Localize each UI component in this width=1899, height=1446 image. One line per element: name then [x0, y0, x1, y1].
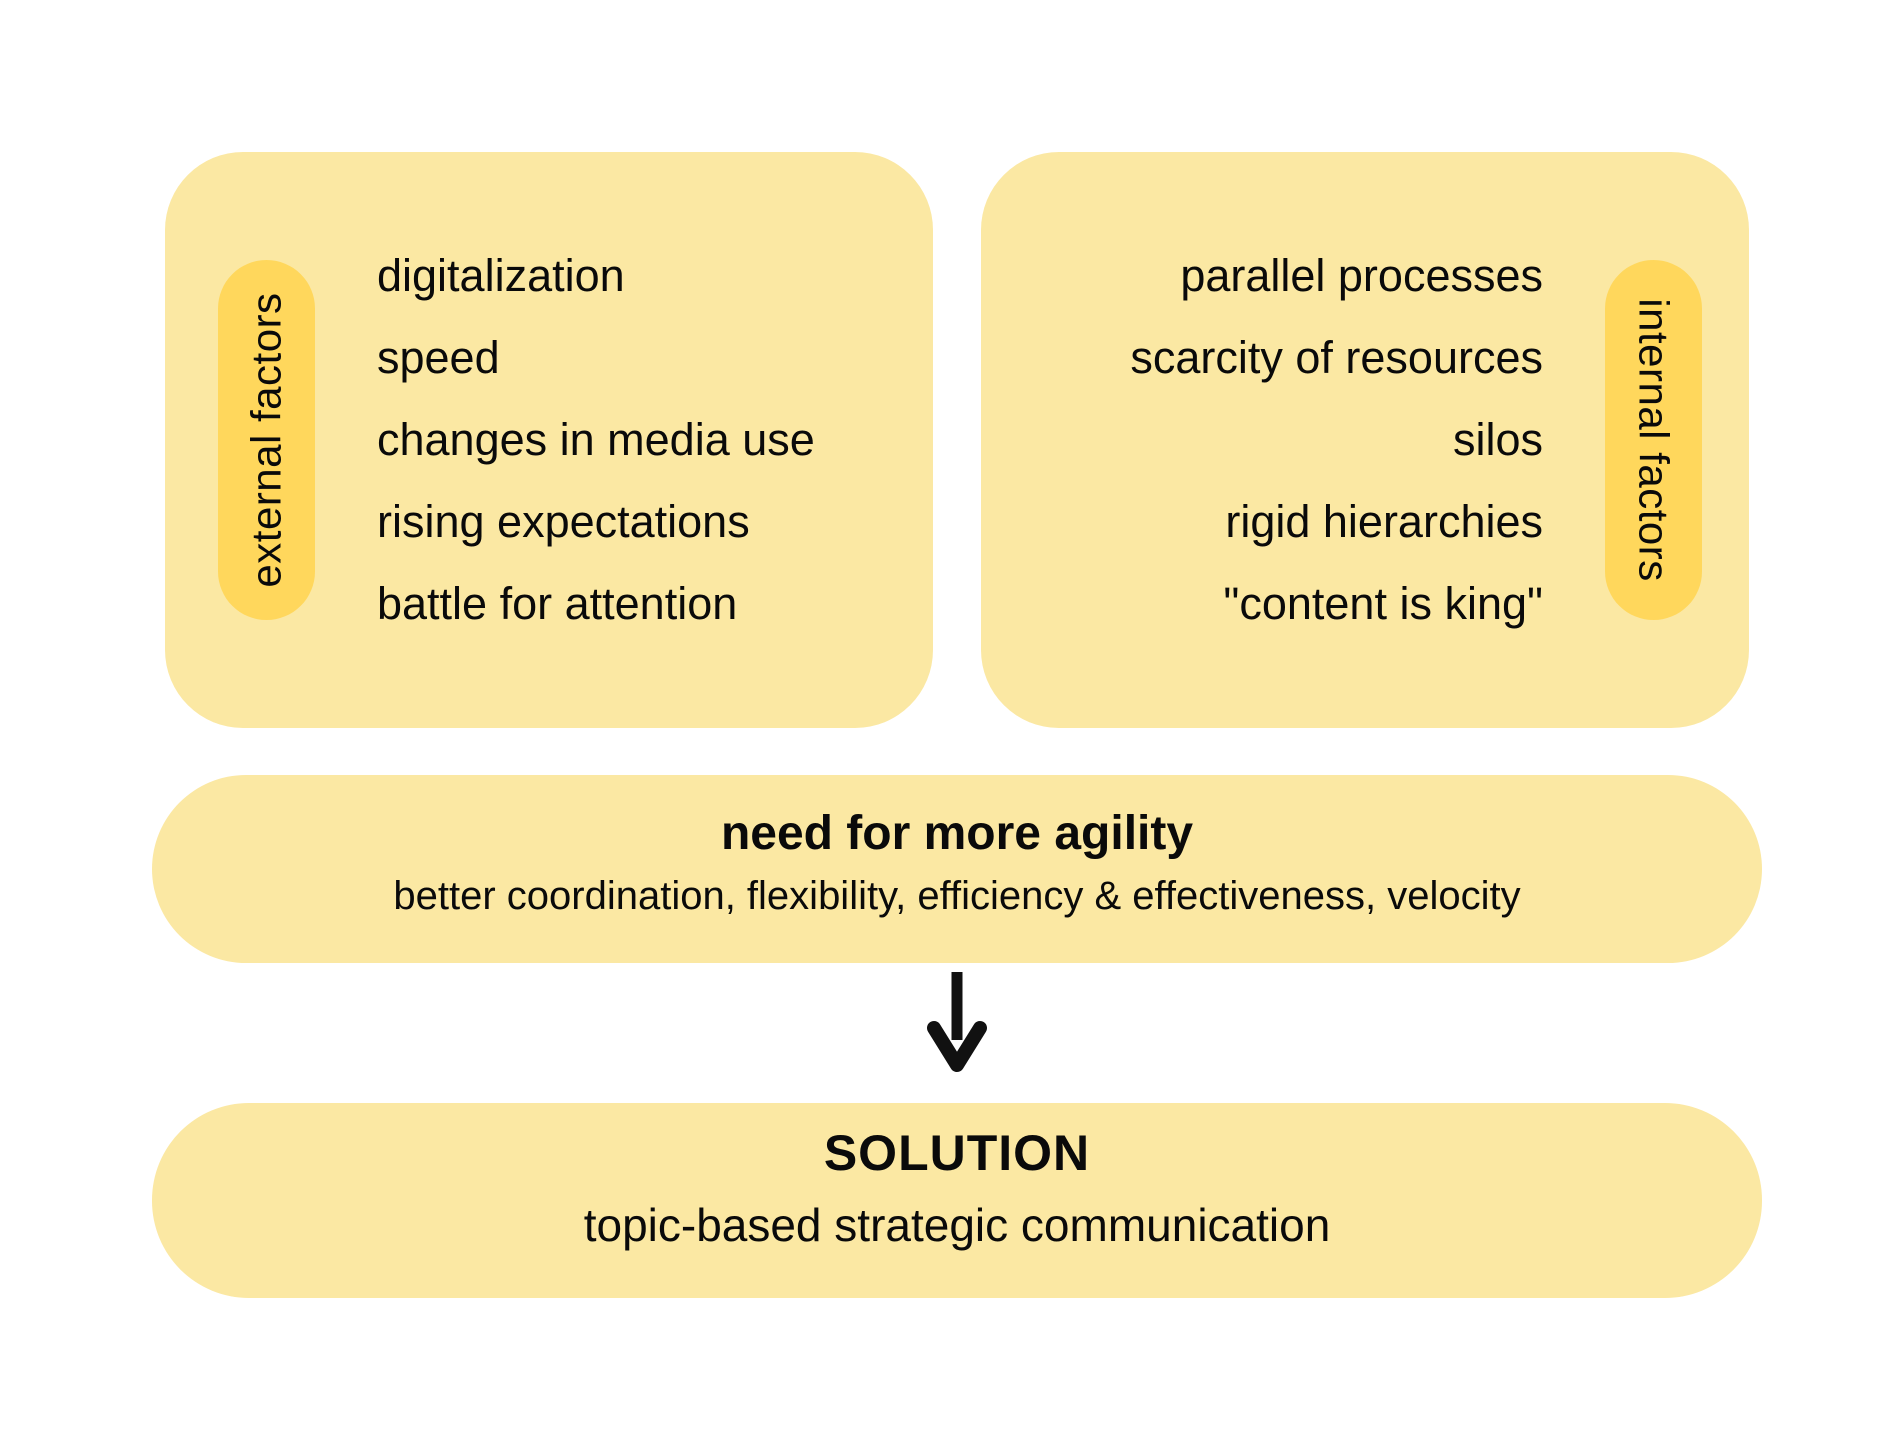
list-item: digitalization [377, 250, 625, 301]
list-item: battle for attention [377, 578, 738, 629]
list-item: rising expectations [377, 496, 750, 547]
list-item: parallel processes [1180, 250, 1543, 301]
list-item: speed [377, 332, 500, 383]
list-item: scarcity of resources [1130, 332, 1543, 383]
solution-subtitle: topic-based strategic communication [583, 1199, 1331, 1251]
internal-factors-box: parallel processes scarcity of resources… [981, 152, 1749, 728]
solution-band: SOLUTION topic-based strategic communica… [152, 1103, 1762, 1298]
external-factors-list: digitalization speed changes in media us… [377, 235, 815, 645]
external-factors-label: external factors [242, 292, 290, 588]
external-factors-pill: external factors [218, 260, 315, 620]
list-item: silos [1452, 414, 1543, 465]
internal-factors-label: internal factors [1630, 298, 1678, 582]
list-item: changes in media use [377, 414, 815, 465]
agility-band: need for more agility better coordinatio… [152, 775, 1762, 963]
internal-factors-list: parallel processes scarcity of resources… [1130, 235, 1543, 645]
agility-subtitle: better coordination, flexibility, effici… [393, 874, 1521, 918]
list-item: "content is king" [1223, 578, 1543, 629]
agility-title: need for more agility [720, 807, 1194, 860]
external-factors-box: external factors digitalization speed ch… [165, 152, 933, 728]
internal-factors-pill: internal factors [1605, 260, 1702, 620]
down-arrow-icon [927, 972, 987, 1072]
list-item: rigid hierarchies [1225, 496, 1543, 547]
solution-title: SOLUTION [823, 1125, 1091, 1181]
